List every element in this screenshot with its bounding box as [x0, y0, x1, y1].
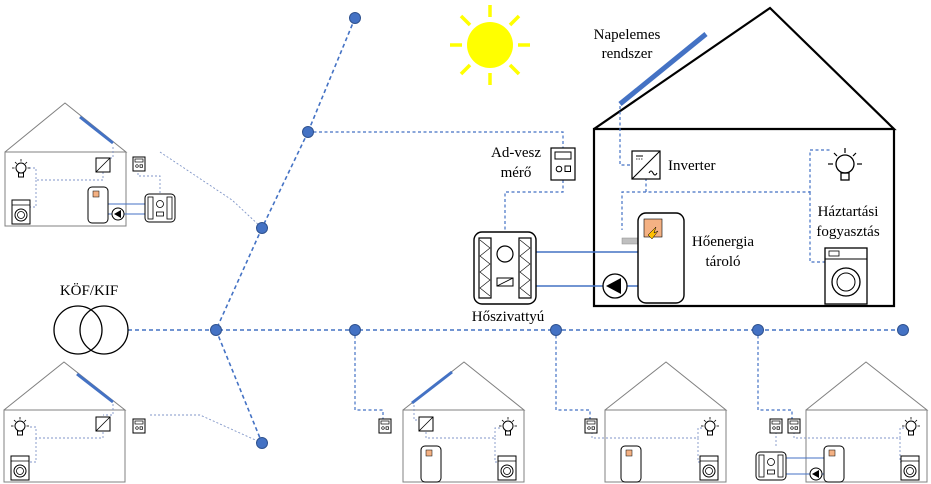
grid-node — [302, 126, 314, 138]
house-bottom-middle — [378, 361, 526, 483]
grid-node — [752, 324, 764, 336]
grid-node — [897, 324, 909, 336]
grid-node — [349, 12, 361, 24]
house-top-left — [4, 102, 176, 227]
storage-label-2: tároló — [706, 254, 741, 270]
meter-label-1: Ad-vesz — [491, 145, 541, 161]
solar-panel-icon — [76, 372, 114, 404]
storage-label-1: Hőenergia — [692, 234, 755, 250]
house-bottom-right — [755, 361, 929, 483]
inverter-icon — [631, 150, 661, 180]
pv-system-label-1: Napelemes — [594, 27, 661, 43]
grid-nodes — [210, 12, 909, 449]
storage-tank-icon — [637, 212, 685, 304]
solar-panel-icon — [79, 115, 114, 145]
grid-node — [349, 324, 361, 336]
washing-machine-icon — [824, 247, 868, 305]
grid-lines — [128, 17, 903, 444]
main-house — [504, 6, 897, 308]
meter-label-2: mérő — [501, 165, 532, 181]
house-bottom-center-right — [584, 361, 728, 483]
pv-system-label-2: rendszer — [602, 46, 653, 62]
house-bottom-left — [3, 361, 146, 483]
grid-node — [210, 324, 222, 336]
household-label-2: fogyasztás — [816, 224, 879, 240]
meter-icon — [550, 147, 576, 181]
household-label-1: Háztartási — [818, 204, 879, 220]
grid-node — [256, 437, 268, 449]
sun-icon — [450, 5, 530, 85]
solar-panel-icon — [618, 32, 708, 106]
grid-node — [256, 222, 268, 234]
transformer-label: KÖF/KIF — [60, 282, 118, 299]
heat-pump-label: Hőszivattyú — [472, 309, 545, 325]
heat-pump-icon — [473, 231, 537, 305]
inverter-label: Inverter — [668, 158, 715, 174]
pump-icon — [602, 273, 628, 299]
bulb-icon — [828, 148, 862, 181]
transformer-icon — [53, 305, 129, 355]
solar-panel-icon — [411, 370, 453, 405]
grid-node — [550, 324, 562, 336]
